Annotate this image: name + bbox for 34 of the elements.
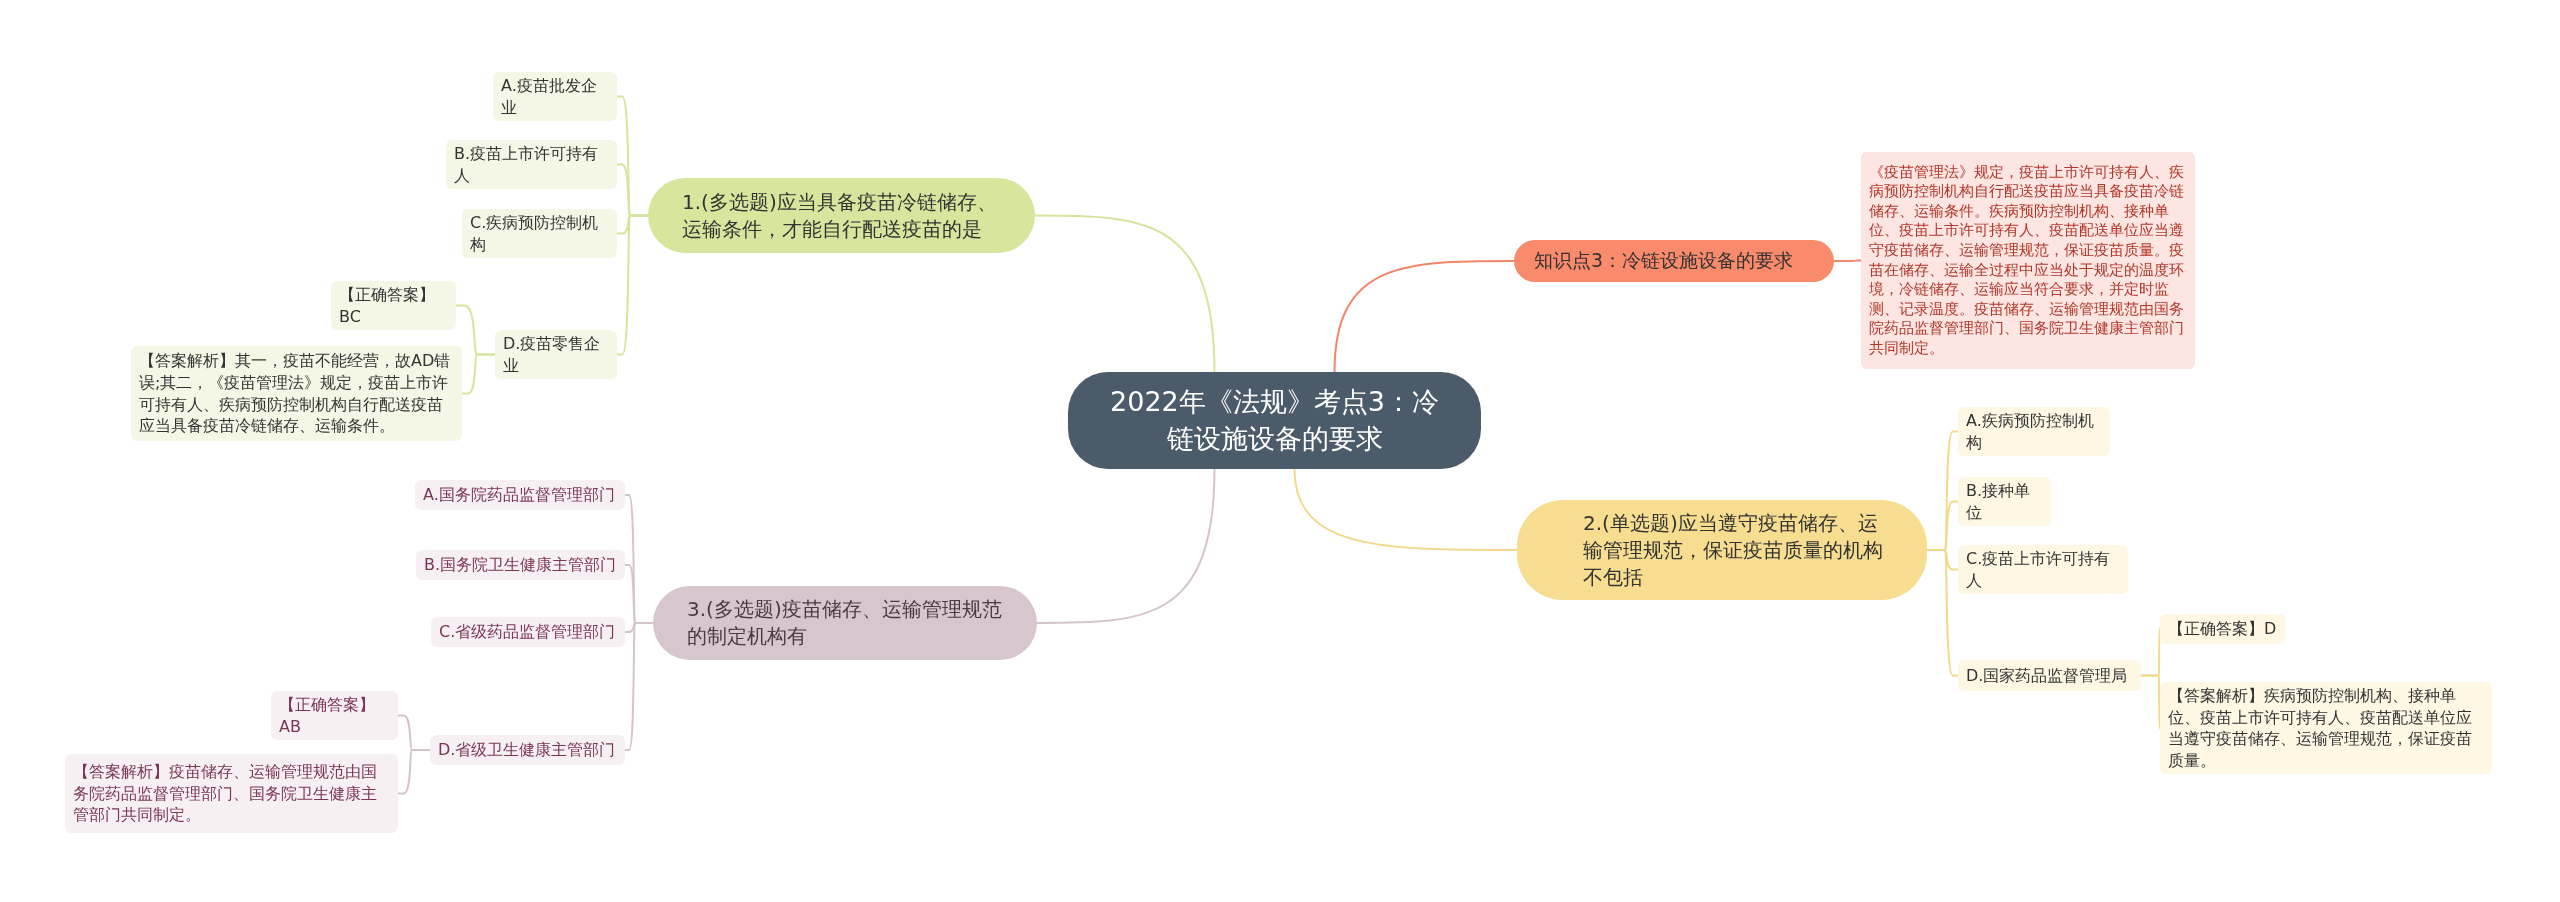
option-box: D.疫苗零售企业 xyxy=(495,330,617,380)
topic-box: 3.(多选题)疫苗储存、运输管理规范的制定机构有 xyxy=(653,586,1037,660)
option-box: C.疾病预防控制机构 xyxy=(462,209,617,259)
option-box: B.疫苗上市许可持有人 xyxy=(446,140,617,190)
branch-line xyxy=(1926,549,1959,677)
option-box: D.国家药品监督管理局 xyxy=(1958,660,2141,691)
branch-line xyxy=(1036,468,1216,624)
branch-line xyxy=(616,214,649,356)
branch-line xyxy=(1333,260,1515,373)
option-box: D.省级卫生健康主管部门 xyxy=(430,735,625,765)
branch-line xyxy=(1833,259,1862,262)
option-box: A.疫苗批发企业 xyxy=(493,72,617,122)
topic-box: 1.(多选题)应当具备疫苗冷链储存、运输条件，才能自行配送疫苗的是 xyxy=(648,178,1035,253)
central-topic: 2022年《法规》考点3：冷链设施设备的要求 xyxy=(1068,372,1481,469)
option-box: A.疾病预防控制机构 xyxy=(1958,407,2110,457)
option-box: 【正确答案】BC xyxy=(331,281,456,331)
topic-box: 知识点3：冷链设施设备的要求 xyxy=(1514,240,1834,282)
option-box: C.疫苗上市许可持有人 xyxy=(1958,545,2128,595)
option-box: A.国务院药品监督管理部门 xyxy=(415,480,625,510)
branch-line xyxy=(397,749,431,795)
topic-box: 2.(单选题)应当遵守疫苗储存、运输管理规范，保证疫苗质量的机构不包括 xyxy=(1517,500,1927,600)
branch-line xyxy=(1034,214,1216,373)
option-box: 【答案解析】疾病预防控制机构、接种单位、疫苗上市许可持有人、疫苗配送单位应当遵守疫苗储存、运输管理规范，保证疫苗质量。 xyxy=(2160,682,2492,775)
branch-line xyxy=(1293,468,1518,551)
option-box: C.省级药品监督管理部门 xyxy=(431,617,625,647)
branch-line xyxy=(624,622,654,751)
note-box: 《疫苗管理法》规定，疫苗上市许可持有人、疾病预防控制机构自行配送疫苗应当具备疫苗冷链储存、运输条件。疾病预防控制机构、接种单位、疫苗上市许可持有人、疫苗配送单位应当遵守疫苗储存、运输管理规范，保证疫苗质量。疫苗在储存、运输全过程中应当处于规定的温度环境，冷链储存、运输应当符合要求，并定时监测、记录温度。疫苗储存、运输管理规范由国务院药品监督管理部门、国务院卫生健康主管部门共同制定。 xyxy=(1861,152,2195,369)
option-box: 【正确答案】AB xyxy=(271,691,398,741)
option-box: B.接种单位 xyxy=(1958,477,2051,527)
option-box: 【答案解析】其一，疫苗不能经营，故AD错误;其二，《疫苗管理法》规定，疫苗上市许可持有人、疾病预防控制机构自行配送疫苗应当具备疫苗冷链储存、运输条件。 xyxy=(131,346,462,441)
branch-line xyxy=(461,353,496,395)
option-box: 【答案解析】疫苗储存、运输管理规范由国务院药品监督管理部门、国务院卫生健康主管部门共同制定。 xyxy=(65,754,398,833)
option-box: 【正确答案】D xyxy=(2160,614,2285,644)
option-box: B.国务院卫生健康主管部门 xyxy=(416,550,625,580)
